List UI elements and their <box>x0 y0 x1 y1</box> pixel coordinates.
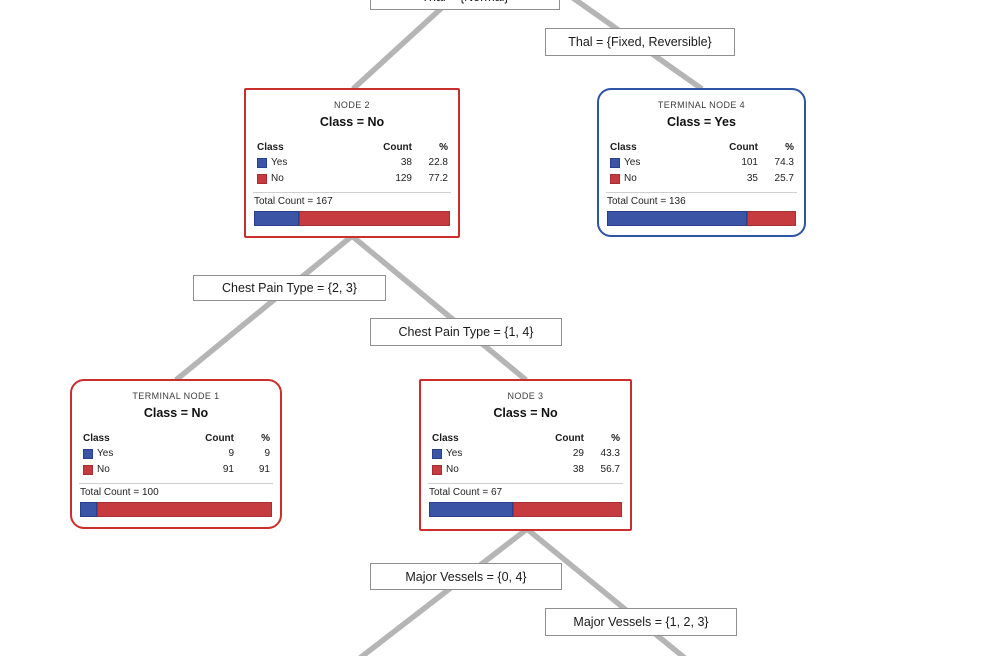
yes-bar <box>254 211 299 226</box>
class-distribution-bar <box>607 211 796 226</box>
tree-node-3[interactable]: NODE 3 Class = No Class Count % Yes 29 4… <box>419 379 632 531</box>
no-color-swatch-icon <box>432 464 442 475</box>
tree-node-terminal-1[interactable]: TERMINAL NODE 1 Class = No Class Count %… <box>70 379 282 529</box>
row-count: 29 <box>572 448 584 459</box>
table-row-yes: Yes 29 43.3 <box>421 446 630 461</box>
edge-label-major-vessels-1-2-3: Major Vessels = {1, 2, 3} <box>545 608 737 636</box>
row-label: Yes <box>271 157 288 168</box>
row-label: No <box>624 173 637 184</box>
header-pct: % <box>611 433 620 444</box>
class-table: Class Count % Yes 38 22.8 No 129 77.2 <box>246 141 458 186</box>
edge-label-thal-normal: Thal = {Normal} <box>370 0 560 10</box>
total-count-label: Total Count = 67 <box>429 487 503 498</box>
edge-label-thal-fixed-reversible: Thal = {Fixed, Reversible} <box>545 28 735 56</box>
header-pct: % <box>785 142 794 153</box>
row-count: 129 <box>395 173 412 184</box>
node-prediction: Class = No <box>143 406 209 420</box>
edge-label-major-vessels-0-4: Major Vessels = {0, 4} <box>370 563 562 590</box>
row-count: 91 <box>222 464 234 475</box>
class-table-header: Class Count % <box>246 141 458 154</box>
header-pct: % <box>261 433 270 444</box>
row-count: 38 <box>400 157 412 168</box>
row-pct: 9 <box>264 448 270 459</box>
yes-color-swatch-icon <box>610 157 620 168</box>
class-table: Class Count % Yes 29 43.3 No 38 56.7 <box>421 432 630 477</box>
class-table-header: Class Count % <box>72 432 280 445</box>
yes-bar <box>607 211 748 226</box>
divider <box>253 192 451 193</box>
header-class: Class <box>83 433 110 444</box>
node-title: TERMINAL NODE 1 <box>132 391 220 401</box>
edge-label-chest-pain-1-4: Chest Pain Type = {1, 4} <box>370 318 562 346</box>
total-count-label: Total Count = 100 <box>80 487 159 498</box>
yes-bar <box>80 502 98 517</box>
header-count: Count <box>729 142 758 153</box>
header-class: Class <box>257 142 284 153</box>
row-count: 101 <box>741 157 758 168</box>
class-table: Class Count % Yes 101 74.3 No 35 25.7 <box>599 141 804 186</box>
node-title: TERMINAL NODE 4 <box>657 100 746 110</box>
row-pct: 74.3 <box>774 157 794 168</box>
yes-color-swatch-icon <box>432 448 442 459</box>
header-count: Count <box>555 433 584 444</box>
class-table: Class Count % Yes 9 9 No 91 91 <box>72 432 280 477</box>
row-label: No <box>97 464 110 475</box>
row-pct: 56.7 <box>600 464 620 475</box>
yes-bar <box>429 502 513 517</box>
yes-color-swatch-icon <box>83 448 93 459</box>
table-row-no: No 35 25.7 <box>599 171 804 186</box>
row-pct: 77.2 <box>428 173 448 184</box>
header-pct: % <box>439 142 448 153</box>
table-row-yes: Yes 101 74.3 <box>599 155 804 170</box>
node-prediction: Class = No <box>493 406 558 420</box>
row-label: Yes <box>624 157 641 168</box>
edge-label-chest-pain-2-3: Chest Pain Type = {2, 3} <box>193 275 386 301</box>
no-color-swatch-icon <box>83 464 93 475</box>
row-pct: 22.8 <box>428 157 448 168</box>
no-bar <box>298 211 450 226</box>
total-count-label: Total Count = 136 <box>607 196 686 207</box>
divider <box>606 192 797 193</box>
table-row-yes: Yes 38 22.8 <box>246 155 458 170</box>
no-bar <box>97 502 272 517</box>
class-distribution-bar <box>254 211 450 226</box>
yes-color-swatch-icon <box>257 157 267 168</box>
no-bar <box>747 211 796 226</box>
class-distribution-bar <box>429 502 622 517</box>
row-count: 9 <box>228 448 234 459</box>
row-label: No <box>446 464 459 475</box>
header-class: Class <box>610 142 637 153</box>
class-distribution-bar <box>80 502 272 517</box>
divider <box>79 483 273 484</box>
node-title: NODE 3 <box>507 391 544 401</box>
node-prediction: Class = Yes <box>667 115 736 129</box>
class-table-header: Class Count % <box>599 141 804 154</box>
tree-node-2[interactable]: NODE 2 Class = No Class Count % Yes 38 2… <box>244 88 460 238</box>
row-label: Yes <box>97 448 114 459</box>
header-count: Count <box>205 433 234 444</box>
header-class: Class <box>432 433 459 444</box>
row-label: Yes <box>446 448 463 459</box>
node-prediction: Class = No <box>319 115 385 129</box>
no-color-swatch-icon <box>610 173 620 184</box>
class-table-header: Class Count % <box>421 432 630 445</box>
table-row-no: No 38 56.7 <box>421 462 630 477</box>
row-pct: 91 <box>258 464 270 475</box>
no-color-swatch-icon <box>257 173 267 184</box>
row-count: 38 <box>572 464 584 475</box>
table-row-no: No 129 77.2 <box>246 171 458 186</box>
tree-node-terminal-4[interactable]: TERMINAL NODE 4 Class = Yes Class Count … <box>597 88 806 237</box>
table-row-no: No 91 91 <box>72 462 280 477</box>
header-count: Count <box>383 142 412 153</box>
divider <box>428 483 623 484</box>
row-pct: 43.3 <box>600 448 620 459</box>
row-count: 35 <box>746 173 758 184</box>
no-bar <box>512 502 622 517</box>
row-label: No <box>271 173 284 184</box>
node-title: NODE 2 <box>334 100 370 110</box>
row-pct: 25.7 <box>774 173 794 184</box>
table-row-yes: Yes 9 9 <box>72 446 280 461</box>
total-count-label: Total Count = 167 <box>254 196 333 207</box>
